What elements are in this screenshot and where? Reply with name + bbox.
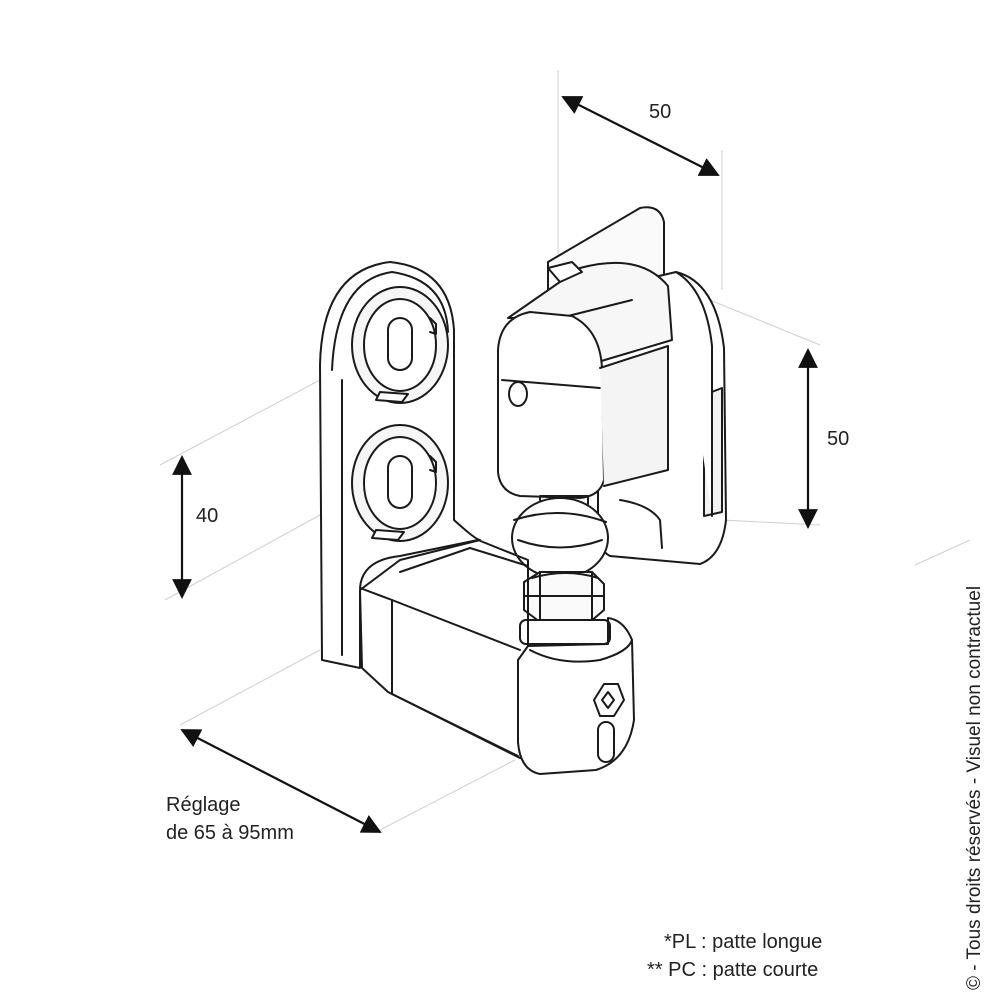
dim-top-width: 50 (649, 101, 672, 123)
dim-left-height: 40 (196, 505, 219, 527)
note-patte-longue: *PL : patte longue (664, 931, 823, 953)
dim-arrow-bottom (180, 729, 382, 833)
dim-right-height: 50 (827, 428, 850, 450)
cap-screw-hole (508, 381, 528, 407)
adjust-label-line2: de 65 à 95mm (166, 822, 294, 844)
adjust-label-line1: Réglage (166, 794, 241, 816)
note-patte-courte: ** PC : patte courte (647, 959, 819, 981)
hex-socket (593, 683, 625, 717)
copyright-notice: © - Tous droits réservés - Visuel non co… (964, 585, 985, 990)
adjustment-rail (359, 539, 635, 775)
dim-arrow-top (561, 96, 720, 176)
end-slot (597, 721, 615, 763)
dimension-arrows (172, 96, 818, 833)
